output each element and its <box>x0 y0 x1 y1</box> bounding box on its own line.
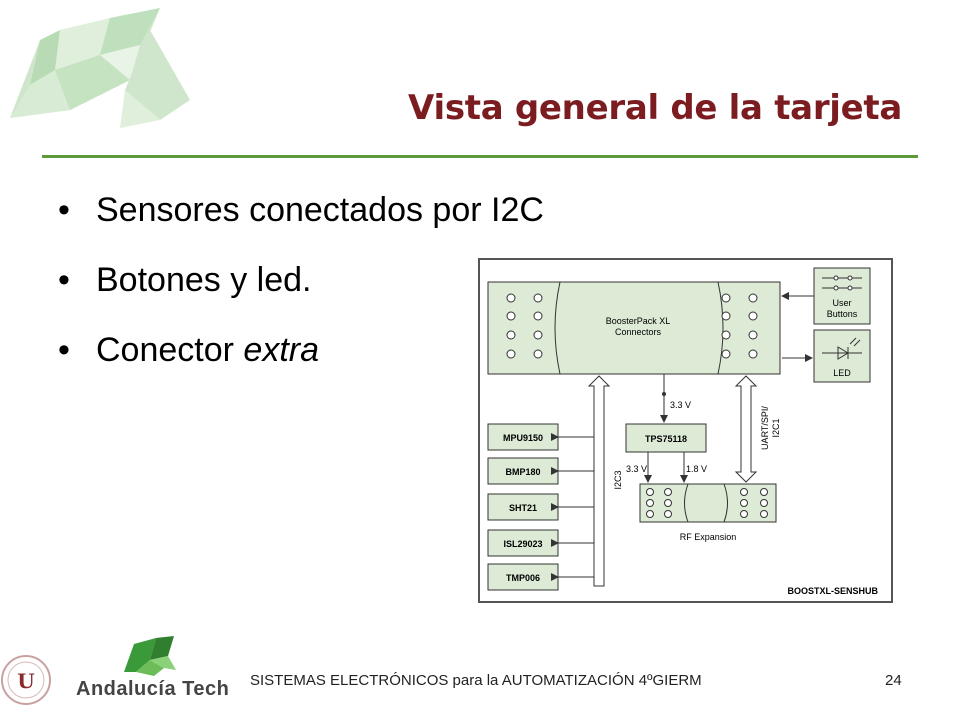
bullet-list: Sensores conectados por I2C Botones y le… <box>58 188 544 398</box>
regulator-label: TPS75118 <box>645 434 687 444</box>
svg-text:MPU9150: MPU9150 <box>503 433 543 443</box>
sensor-tmp006: TMP006 <box>487 563 594 591</box>
rf-expansion-block: RF Expansion <box>639 483 777 542</box>
title-divider <box>42 155 918 158</box>
svg-text:SHT21: SHT21 <box>509 503 537 513</box>
bullet-text: Sensores conectados por I2C <box>96 191 544 229</box>
svg-text:TMP006: TMP006 <box>506 573 540 583</box>
boosterpack-connectors-block: BoosterPack XL Connectors <box>487 281 781 375</box>
slide-title: Vista general de la tarjeta <box>408 88 902 128</box>
rail-33v-label: 3.3 V <box>626 464 647 474</box>
bullet-item: Conector extra <box>58 328 544 372</box>
svg-text:BMP180: BMP180 <box>505 467 540 477</box>
led-label: LED <box>833 368 851 378</box>
bullet-emphasis: extra <box>243 331 319 369</box>
andalucia-tech-leaf-logo <box>10 8 190 128</box>
sensor-mpu9150: MPU9150 <box>487 423 594 451</box>
supply-voltage-label: 3.3 V <box>670 400 691 410</box>
board-name-label: BOOSTXL-SENSHUB <box>787 586 878 596</box>
andalucia-tech-logo <box>124 636 176 676</box>
rf-expansion-label: RF Expansion <box>680 532 737 542</box>
sensor-bmp180: BMP180 <box>487 457 594 485</box>
bullet-text: Conector <box>96 331 244 369</box>
university-seal-icon: U <box>1 655 51 705</box>
regulator-block: TPS75118 <box>625 423 707 453</box>
sensor-sht21: SHT21 <box>487 493 594 521</box>
sensor-blocks: MPU9150 BMP180 SHT21 ISL29023 TMP006 <box>487 423 594 591</box>
i2c3-label: I2C3 <box>613 470 623 489</box>
led-block: LED <box>813 329 871 383</box>
brand-wordmark: Andalucía Tech <box>76 678 230 700</box>
connectors-label-line2: Connectors <box>615 327 662 337</box>
board-block-diagram: BoosterPack XL Connectors User Buttons L… <box>478 258 893 603</box>
bus-label-line2: I2C1 <box>771 418 781 437</box>
bullet-text: Botones y led. <box>96 261 312 299</box>
svg-text:U: U <box>17 669 34 693</box>
bullet-item: Botones y led. <box>58 258 544 302</box>
i2c3-bus: I2C3 <box>587 375 623 587</box>
sensor-isl29023: ISL29023 <box>487 529 594 557</box>
connectors-label-line1: BoosterPack XL <box>606 316 671 326</box>
user-buttons-label-line2: Buttons <box>827 309 858 319</box>
bus-label-line1: UART/SPI/ <box>760 406 770 450</box>
user-buttons-label-line1: User <box>832 298 851 308</box>
rail-18v-label: 1.8 V <box>686 464 707 474</box>
page-number: 24 <box>885 672 902 689</box>
bullet-item: Sensores conectados por I2C <box>58 188 544 232</box>
footer-text: SISTEMAS ELECTRÓNICOS para la AUTOMATIZA… <box>250 672 702 689</box>
uart-spi-bus: UART/SPI/ I2C1 <box>734 375 781 483</box>
user-buttons-block: User Buttons <box>813 267 871 325</box>
svg-text:ISL29023: ISL29023 <box>503 539 542 549</box>
